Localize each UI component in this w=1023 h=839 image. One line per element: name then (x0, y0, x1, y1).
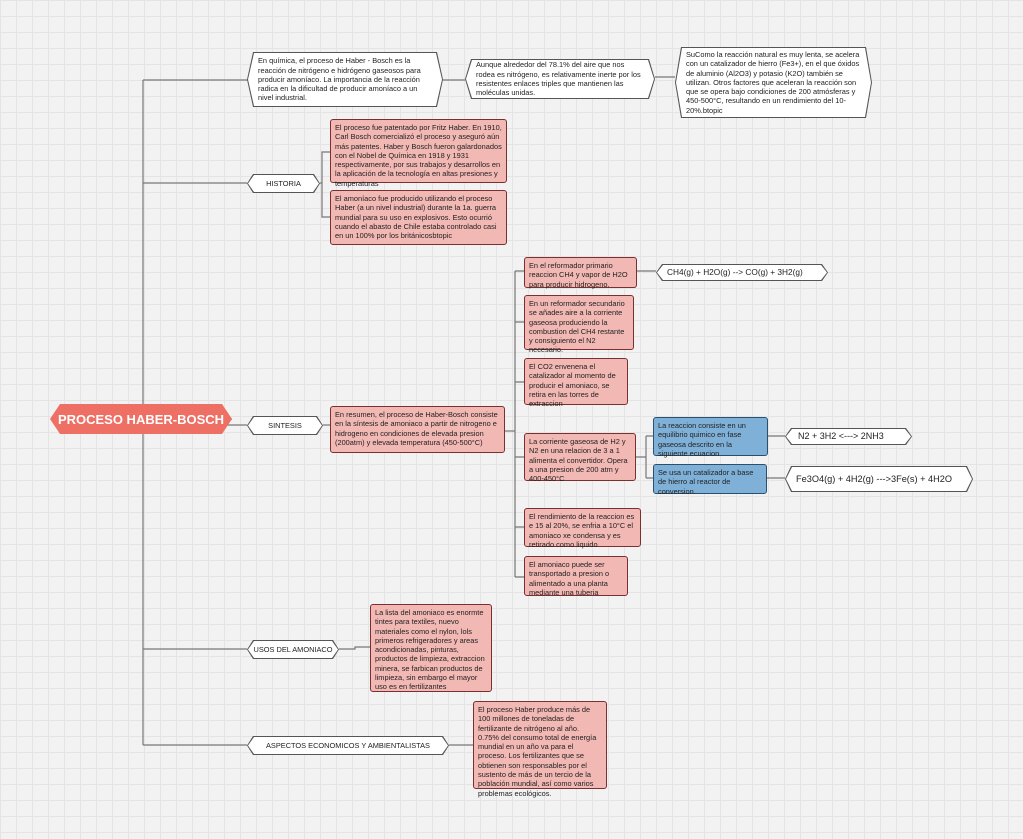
sintesis-convertidor[interactable]: La corriente gaseosa de H2 y N2 en una r… (524, 433, 636, 484)
historia-guerra[interactable]: El amoníaco fue producido utilizando el … (330, 190, 507, 245)
branch-historia-label: HISTORIA (266, 178, 301, 188)
historia-guerra-text: El amoníaco fue producido utilizando el … (335, 194, 497, 241)
equation-amoniaco-text: N2 + 3H2 <---> 2NH3 (798, 430, 884, 441)
sintesis-reformador-primario-text: En el reformador primario reaccion CH4 y… (529, 261, 628, 289)
equation-amoniaco[interactable]: N2 + 3H2 <---> 2NH3 (785, 428, 912, 445)
sintesis-reformador-primario[interactable]: En el reformador primario reaccion CH4 y… (524, 257, 637, 289)
branch-aspectos[interactable]: ASPECTOS ECONOMICOS Y AMBIENTALISTAS (247, 736, 449, 755)
branch-usos-label: USOS DEL AMONIACO (253, 644, 333, 654)
root-topic[interactable]: PROCESO HABER-BOSCH (50, 404, 232, 434)
intro-nitrogen-text: Aunque alrededor del 78.1% del aire que … (476, 60, 641, 98)
branch-sintesis-label: SINTESIS (268, 420, 302, 430)
equation-catalizador[interactable]: Fe3O4(g) + 4H2(g) --->3Fe(s) + 4H2O (785, 466, 973, 492)
historia-patente[interactable]: El proceso fue patentado por Fritz Haber… (330, 119, 507, 188)
aspectos-fertilizantes[interactable]: El proceso Haber produce más de 100 mill… (473, 701, 607, 798)
sintesis-rendimiento-text: El rendimiento de la reaccion es e 15 al… (529, 512, 635, 549)
sintesis-reformador-secundario-text: En un reformador secundario se añades ai… (529, 299, 625, 355)
intro-definition[interactable]: En química, el proceso de Haber - Bosch … (247, 52, 443, 107)
sintesis-convertidor-text: La corriente gaseosa de H2 y N2 en una r… (529, 437, 628, 484)
intro-catalyst[interactable]: SuComo la reacción natural es muy lenta,… (675, 47, 872, 118)
branch-sintesis[interactable]: SINTESIS (247, 416, 323, 435)
sintesis-reformador-secundario[interactable]: En un reformador secundario se añades ai… (524, 295, 634, 354)
branch-historia[interactable]: HISTORIA (247, 174, 320, 193)
aspectos-fertilizantes-text: El proceso Haber produce más de 100 mill… (478, 705, 597, 798)
usos-lista-text: La lista del amoniaco es enormte tintes … (375, 608, 485, 692)
sintesis-rendimiento[interactable]: El rendimiento de la reaccion es e 15 al… (524, 508, 641, 549)
equation-reformado[interactable]: CH4(g) + H2O(g) --> CO(g) + 3H2(g) (656, 264, 828, 281)
equation-catalizador-text: Fe3O4(g) + 4H2(g) --->3Fe(s) + 4H2O (796, 473, 952, 484)
branch-usos[interactable]: USOS DEL AMONIACO (247, 640, 339, 659)
sintesis-co2-text: El CO2 envenena el catalizador al moment… (529, 362, 616, 409)
intro-catalyst-text: SuComo la reacción natural es muy lenta,… (686, 49, 860, 115)
intro-nitrogen[interactable]: Aunque alrededor del 78.1% del aire que … (465, 59, 655, 99)
equation-reformado-text: CH4(g) + H2O(g) --> CO(g) + 3H2(g) (667, 266, 803, 277)
usos-lista[interactable]: La lista del amoniaco es enormte tintes … (370, 604, 492, 692)
sintesis-co2[interactable]: El CO2 envenena el catalizador al moment… (524, 358, 628, 409)
sintesis-resumen-text: En resumen, el proceso de Haber-Bosch co… (335, 410, 498, 447)
sintesis-catalizador-text: Se usa un catalizador a base de hierro a… (658, 468, 754, 496)
sintesis-resumen[interactable]: En resumen, el proceso de Haber-Bosch co… (330, 406, 505, 453)
sintesis-equilibrio-text: La reaccion consiste en un equilibrio qu… (658, 421, 746, 458)
branch-aspectos-label: ASPECTOS ECONOMICOS Y AMBIENTALISTAS (265, 740, 430, 750)
historia-patente-text: El proceso fue patentado por Fritz Haber… (335, 123, 502, 188)
sintesis-equilibrio[interactable]: La reaccion consiste en un equilibrio qu… (653, 417, 768, 458)
sintesis-transporte-text: El amoniaco puede ser transportado a pre… (529, 560, 610, 597)
sintesis-catalizador[interactable]: Se usa un catalizador a base de hierro a… (653, 464, 767, 496)
sintesis-transporte[interactable]: El amoniaco puede ser transportado a pre… (524, 556, 628, 597)
intro-definition-text: En química, el proceso de Haber - Bosch … (258, 56, 421, 103)
